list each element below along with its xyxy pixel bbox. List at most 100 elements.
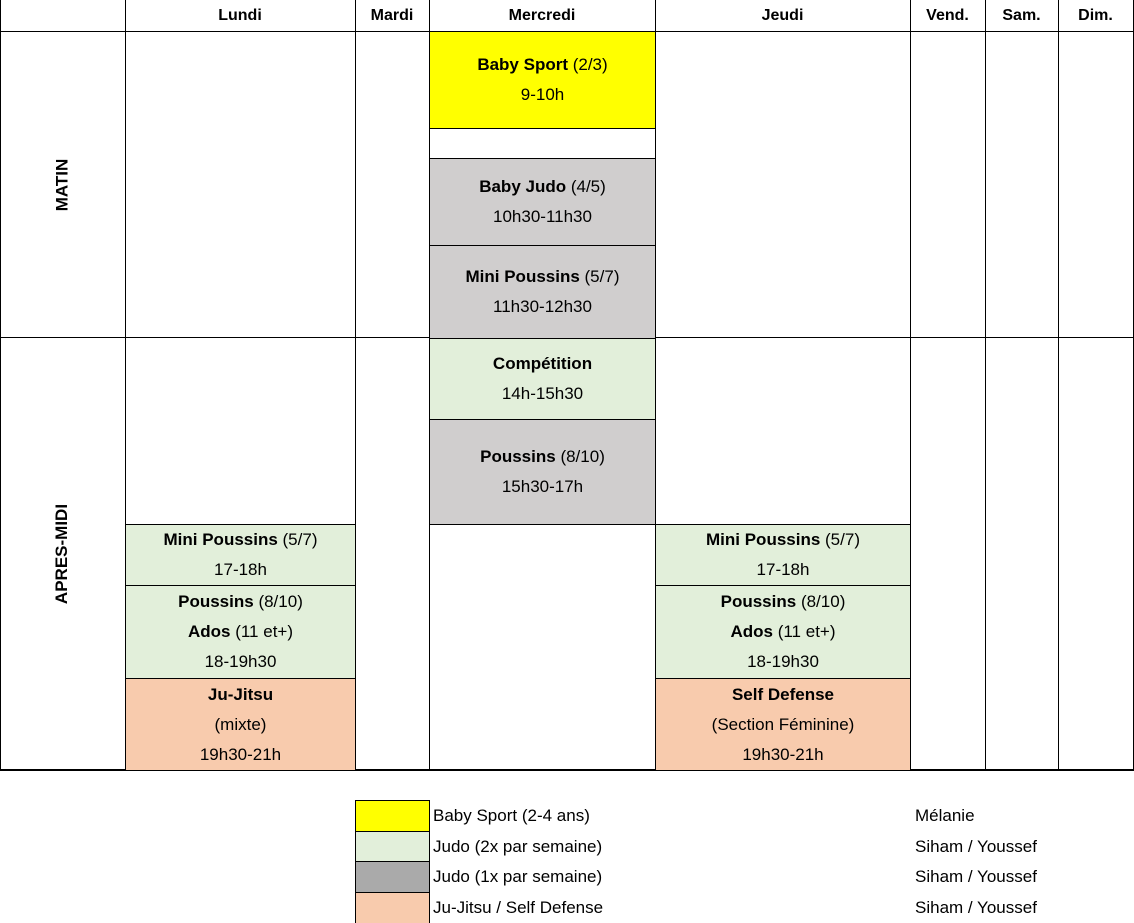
class-line: Ados (11 et+) (730, 617, 835, 647)
class-name: Mini Poussins (706, 530, 821, 549)
class-detail: 17-18h (214, 560, 267, 579)
class-name: Mini Poussins (465, 267, 580, 286)
class-line: Mini Poussins (5/7) (466, 262, 620, 292)
class-block: Mini Poussins (5/7) 17-18h (125, 524, 356, 586)
label-col-border (125, 0, 126, 771)
class-name: Poussins (720, 592, 797, 611)
class-name: Compétition (492, 354, 593, 373)
legend-coach: Siham / Youssef (915, 867, 1037, 886)
class-block: Self Defense (Section Féminine) 19h30-21h (655, 678, 911, 771)
class-block: Mini Poussins (5/7) 17-18h (655, 524, 911, 586)
class-line: 10h30-11h30 (493, 202, 592, 232)
class-line: 15h30-17h (502, 472, 583, 502)
class-detail: 11h30-12h30 (493, 297, 592, 316)
class-name: Ados (187, 622, 231, 641)
class-block: Poussins (8/10) 15h30-17h (429, 419, 656, 525)
header-lundi: Lundi (125, 0, 356, 32)
class-line: 19h30-21h (200, 740, 281, 770)
class-block: Compétition 14h-15h30 (429, 338, 656, 420)
class-line: Poussins (8/10) (480, 442, 605, 472)
class-detail: (8/10) (796, 592, 846, 611)
period-1: APRES-MIDI (0, 338, 125, 770)
class-detail: 15h30-17h (501, 477, 584, 496)
legend-coach: Siham / Youssef (915, 897, 1037, 917)
class-block: Mini Poussins (5/7) 11h30-12h30 (429, 245, 656, 339)
header-mercredi: Mercredi (429, 0, 656, 32)
legend-label: Ju-Jitsu / Self Defense (433, 897, 604, 917)
class-detail: (5/7) (820, 530, 860, 549)
class-line: Poussins (8/10) (178, 587, 303, 617)
legend-swatch (355, 861, 430, 893)
class-detail: 14h-15h30 (501, 384, 584, 403)
column-1 (355, 31, 430, 771)
header-sam: Sam. (985, 0, 1059, 32)
class-line: 14h-15h30 (502, 379, 583, 409)
header-vend: Vend. (910, 0, 986, 32)
legend-label: Judo (2x par semaine) (433, 836, 603, 856)
class-line: Ados (11 et+) (188, 617, 293, 647)
legend-swatch (355, 891, 430, 923)
class-name: Poussins (178, 592, 254, 611)
legend-coach: Siham / Youssef (915, 836, 1037, 856)
period-label: APRES-MIDI (52, 503, 72, 605)
class-name: Ados (730, 622, 773, 641)
class-detail: (11 et+) (772, 622, 836, 641)
class-line: 17-18h (757, 555, 810, 585)
class-block: Poussins (8/10)Ados (11 et+)18-19h30 (655, 585, 911, 679)
class-name: Baby Sport (477, 55, 568, 74)
class-name: Baby Judo (479, 177, 567, 196)
legend-label: Judo (1x par semaine) (433, 867, 603, 886)
column-3 (655, 31, 911, 771)
left-border (0, 0, 1, 771)
class-detail: 19h30-21h (199, 744, 282, 764)
class-line: 11h30-12h30 (493, 292, 592, 322)
class-detail: 18-19h30 (204, 652, 277, 671)
class-line: Baby Sport (2/3) (477, 50, 607, 80)
class-block: Baby Sport (2/3)9-10h (429, 31, 656, 129)
class-detail: 9-10h (520, 85, 565, 104)
class-line: Mini Poussins (5/7) (164, 525, 318, 555)
class-line: 18-19h30 (747, 647, 819, 677)
class-detail: (Section Féminine) (711, 714, 855, 734)
class-name: Ju-Jitsu (207, 684, 274, 704)
column-0 (125, 31, 356, 771)
class-line: 17-18h (214, 555, 267, 585)
class-detail: (5/7) (579, 267, 620, 286)
class-name: Self Defense (731, 684, 835, 704)
class-detail: (2/3) (568, 55, 608, 74)
class-detail: (5/7) (277, 530, 318, 549)
header-jeudi: Jeudi (655, 0, 911, 32)
class-line: Poussins (8/10) (721, 587, 846, 617)
class-detail: (mixte) (214, 714, 267, 734)
legend-coach: Mélanie (915, 806, 975, 825)
class-detail: 18-19h30 (747, 652, 819, 671)
class-block: Ju-Jitsu (mixte) 19h30-21h (125, 678, 356, 771)
class-detail: (4/5) (566, 177, 606, 196)
column-4 (910, 31, 986, 771)
class-detail: 19h30-21h (742, 744, 824, 764)
column-5 (985, 31, 1059, 771)
class-block: Poussins (8/10)Ados (11 et+)18-19h30 (125, 585, 356, 679)
class-line: Self Defense (732, 680, 834, 710)
class-line: 18-19h30 (205, 647, 277, 677)
class-detail: 17-18h (756, 560, 810, 579)
class-line: Compétition (493, 349, 592, 379)
header-mardi: Mardi (355, 0, 430, 32)
class-line: Baby Judo (4/5) (479, 172, 606, 202)
class-line: 19h30-21h (742, 740, 823, 770)
class-line: 9-10h (521, 80, 564, 110)
bottom-border (0, 769, 1134, 771)
legend-label: Baby Sport (2-4 ans) (433, 806, 590, 825)
class-line: (mixte) (215, 710, 267, 740)
class-line: Mini Poussins (5/7) (706, 525, 860, 555)
class-name: Mini Poussins (163, 530, 278, 549)
class-block: Baby Judo (4/5) 10h30-11h30 (429, 158, 656, 246)
class-detail: (8/10) (253, 592, 303, 611)
class-detail: (11 et+) (230, 622, 294, 641)
legend-swatch (355, 830, 430, 863)
period-0: MATIN (0, 31, 125, 338)
class-line: Ju-Jitsu (208, 680, 273, 710)
class-detail: 10h30-11h30 (493, 207, 592, 226)
class-name: Poussins (480, 447, 556, 466)
